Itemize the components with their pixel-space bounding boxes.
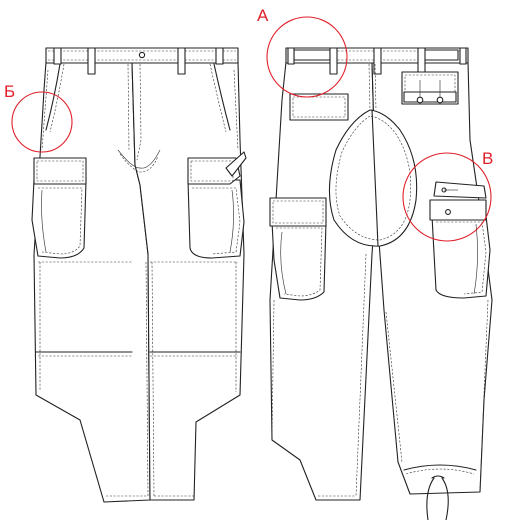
belt-loop (329, 47, 338, 75)
back-left-cargo-pocket (271, 221, 327, 301)
front-button (138, 51, 146, 59)
callout-a-circle (266, 16, 348, 98)
pocket-button (416, 96, 424, 104)
callout-c: В (402, 149, 493, 242)
callout-b-label: Б (4, 82, 15, 101)
belt-loop (53, 47, 62, 65)
callout-b-circle (11, 91, 73, 153)
waist-adjuster-tab (293, 49, 331, 61)
front-waistband (45, 47, 239, 64)
front-left-slash-pocket (45, 63, 61, 131)
back-left-cargo-flap (269, 197, 327, 227)
front-left-cargo-pocket (31, 179, 87, 259)
belt-loop (417, 47, 426, 75)
callout-b: Б (4, 82, 73, 153)
belt-loop (87, 47, 96, 75)
flap-button (445, 209, 451, 215)
belt-loop (373, 47, 382, 75)
back-right-cargo-pocket (431, 215, 491, 299)
back-view (269, 47, 493, 520)
front-right-pocket-flap (187, 157, 241, 185)
drawstring-cord (426, 477, 449, 520)
belt-loop (177, 47, 186, 75)
seat-reinforcement-patch (328, 109, 418, 247)
callout-c-label: В (482, 149, 493, 168)
front-view (31, 47, 247, 503)
belt-loop (459, 47, 467, 65)
pocket-button (436, 96, 444, 104)
front-right-cargo-pocket (187, 179, 245, 259)
front-left-pocket-flap (33, 157, 87, 185)
belt-loop (287, 47, 295, 65)
belt-loop (215, 47, 224, 65)
front-flap-tab (225, 151, 247, 177)
callout-c-circle (402, 152, 492, 242)
callout-a: А (257, 6, 348, 98)
callout-a-label: А (257, 6, 269, 25)
front-right-slash-pocket (213, 63, 231, 131)
back-right-cargo-flap (429, 199, 487, 221)
back-left-pocket-flap (289, 93, 349, 121)
waist-adjuster-tab (421, 49, 459, 61)
open-flap-tab (433, 181, 487, 199)
hem-drawstring-channel (403, 464, 477, 471)
front-left-leg (33, 61, 151, 503)
